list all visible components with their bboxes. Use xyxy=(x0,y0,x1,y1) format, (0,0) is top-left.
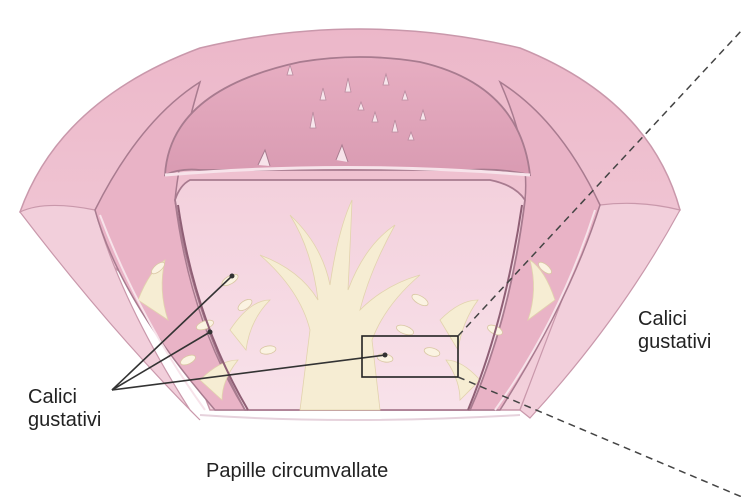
taste-buds-label-left-line2: gustativi xyxy=(28,409,101,432)
taste-buds-label-right-line1: Calici xyxy=(638,308,711,331)
taste-buds-label-left-line1: Calici xyxy=(28,386,101,409)
diagram-title: Papille circumvallate xyxy=(206,460,388,483)
taste-buds-label-right-line2: gustativi xyxy=(638,331,711,354)
taste-buds-label-left: Calici gustativi xyxy=(28,386,101,432)
taste-buds-label-right: Calici gustativi xyxy=(638,308,711,354)
bottom-edge xyxy=(200,415,520,420)
